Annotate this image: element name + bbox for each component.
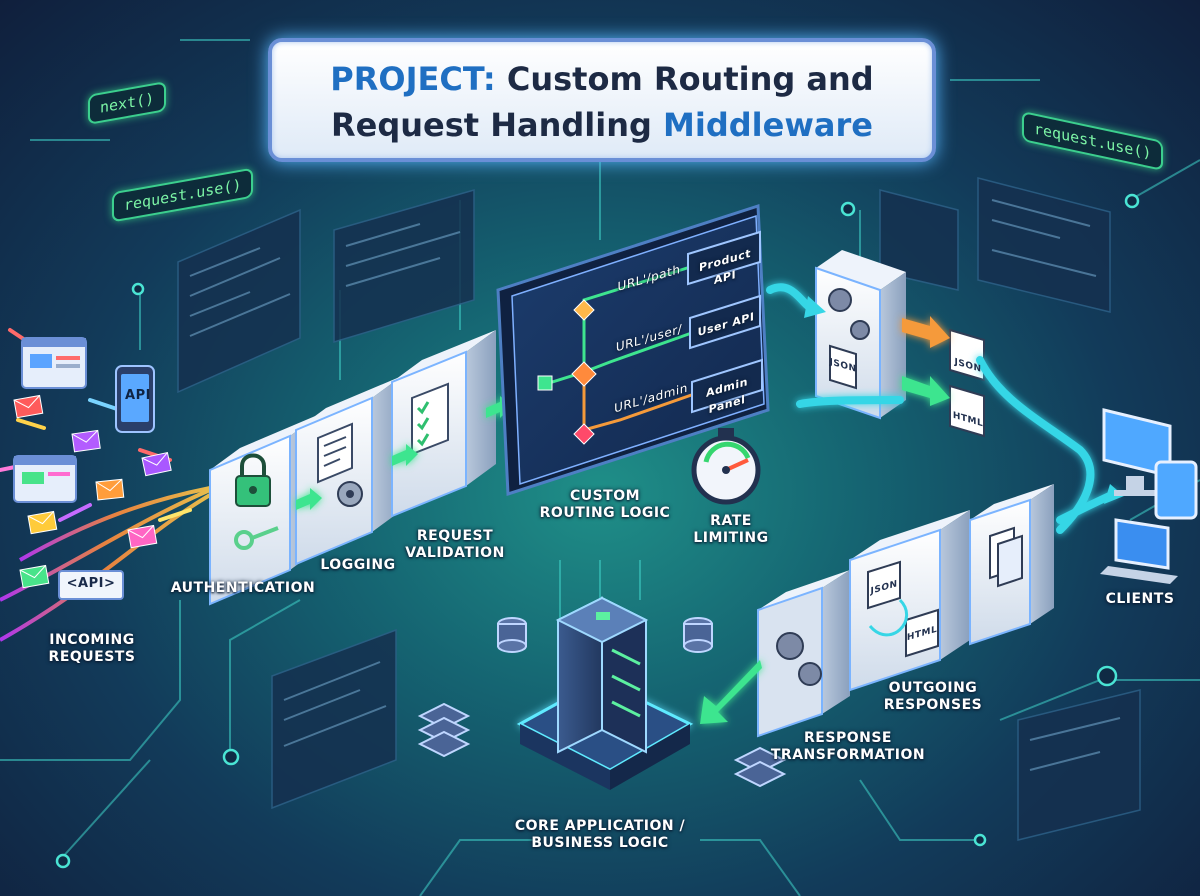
gear-icon-processing — [828, 288, 870, 340]
custom-routing-line-1: CUSTOM — [569, 488, 641, 504]
outgoing-responses-label: OUTGOING RESPONSES — [878, 680, 988, 714]
server-icon — [555, 596, 649, 754]
title-middleware-word: Middleware — [663, 106, 873, 144]
title-line2-text: Request Handling — [331, 106, 664, 144]
api-tag-box: <API> — [58, 570, 124, 600]
request-validation-label: REQUEST VALIDATION — [400, 528, 510, 562]
title-line1-text: Custom Routing and — [495, 60, 874, 98]
gears-icon-response — [776, 632, 822, 686]
incoming-flow — [0, 486, 212, 642]
tablet-icon — [1154, 460, 1198, 520]
envelope-icons — [13, 394, 172, 589]
outgoing-responses-line-1: OUTGOING — [888, 680, 978, 696]
format-docs — [949, 328, 985, 438]
custom-routing-label: CUSTOM ROUTING LOGIC — [530, 488, 680, 522]
core-application-label: CORE APPLICATION / BUSINESS LOGIC — [500, 818, 700, 852]
route-target-boxes — [687, 230, 763, 414]
browser-window-icon — [21, 337, 87, 389]
response-transform-cube — [757, 570, 850, 738]
request-validation-line-2: VALIDATION — [405, 545, 505, 561]
clients-label: CLIENTS — [1105, 591, 1175, 607]
outgoing-doc-icon — [989, 526, 1023, 588]
gear-icon-logging — [337, 481, 363, 507]
key-icon — [234, 526, 279, 550]
routing-paths — [545, 262, 701, 432]
routing-diamonds — [537, 299, 597, 445]
incoming-requests-label: INCOMING REQUESTS — [22, 632, 162, 666]
incoming-requests-line-1: INCOMING — [49, 632, 135, 648]
browser-window-icon-2 — [13, 455, 77, 503]
request-validation-line-1: REQUEST — [416, 528, 494, 544]
response-transformation-line-2: TRANSFORMATION — [770, 747, 926, 763]
stopwatch-icon — [691, 428, 761, 505]
response-transformation-label: RESPONSE TRANSFORMATION — [758, 730, 938, 764]
lock-icon — [235, 453, 271, 507]
format-arrows — [902, 316, 950, 406]
title-banner: PROJECT: Custom Routing and Request Hand… — [268, 38, 936, 162]
response-transformation-line-1: RESPONSE — [804, 730, 892, 746]
storage-stacks — [417, 702, 787, 788]
outgoing-responses-line-2: RESPONSES — [883, 697, 983, 713]
custom-routing-line-2: ROUTING LOGIC — [539, 505, 671, 521]
checklist-icon — [411, 382, 449, 456]
title-line-1: PROJECT: Custom Routing and — [272, 56, 932, 102]
incoming-requests-line-2: REQUESTS — [48, 649, 136, 665]
rate-limiting-line-2: LIMITING — [693, 530, 769, 546]
phone-api-label: API — [125, 388, 151, 403]
transform-docs — [867, 560, 939, 658]
response-arrow — [700, 660, 762, 724]
rate-limiting-label: RATE LIMITING — [686, 513, 776, 547]
laptop-icon — [1100, 518, 1178, 584]
phone-icon — [115, 365, 155, 433]
core-application-line-1: CORE APPLICATION / — [514, 818, 686, 834]
authentication-label: AUTHENTICATION — [170, 580, 316, 596]
validation-cube — [391, 330, 496, 518]
database-icons — [497, 617, 713, 653]
core-application-line-2: BUSINESS LOGIC — [531, 835, 669, 851]
rate-limiting-line-1: RATE — [710, 513, 752, 529]
logging-label: LOGGING — [320, 557, 396, 573]
title-project-label: PROJECT: — [330, 60, 496, 98]
circuit-nodes — [55, 193, 1140, 869]
notepad-icon — [317, 422, 353, 484]
json-doc-icon — [829, 344, 857, 390]
title-line-2: Request Handling Middleware — [272, 102, 932, 148]
code-windows — [177, 177, 1141, 841]
code-lines — [189, 199, 1121, 771]
